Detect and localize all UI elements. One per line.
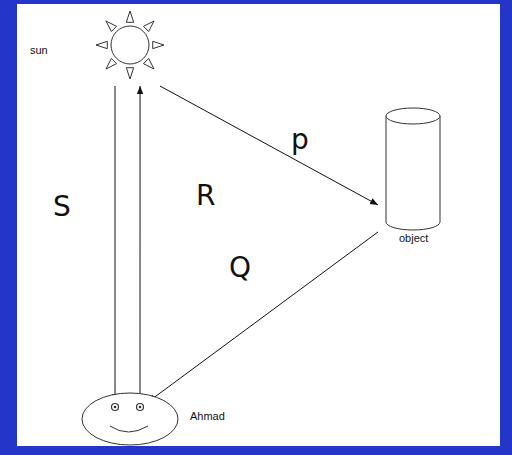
smile	[110, 426, 148, 432]
face-drawing	[80, 390, 180, 450]
ray-label: R	[194, 181, 217, 212]
object-node: object	[378, 104, 450, 254]
sun-ray	[143, 58, 154, 69]
pupil	[114, 406, 117, 409]
shape-label: sun	[30, 44, 48, 57]
person-node: Ahmad	[80, 402, 250, 448]
sun-ray	[153, 41, 164, 48]
sun-ray	[106, 58, 117, 69]
light-ray	[140, 86, 141, 402]
cylinder-top	[386, 108, 440, 124]
sun-disc	[111, 26, 149, 64]
ray-label: p	[289, 125, 311, 156]
ray-label: S	[51, 192, 73, 223]
face-outline	[82, 393, 178, 445]
cylinder-body	[386, 116, 440, 230]
sun-ray	[96, 41, 107, 48]
light-ray	[115, 86, 116, 402]
sun-ray	[126, 68, 133, 79]
cylinder-drawing	[378, 104, 450, 234]
sun-node: sun	[22, 8, 172, 86]
sun-ray	[106, 21, 117, 32]
shape-label: object	[399, 232, 428, 245]
shape-label: Ahmad	[190, 410, 225, 423]
pupil	[139, 406, 142, 409]
ray-label: Q	[227, 253, 253, 284]
eye	[112, 404, 119, 411]
eye	[137, 404, 144, 411]
sun-ray	[143, 21, 154, 32]
light-ray	[160, 86, 378, 205]
light-ray	[148, 232, 378, 402]
sun-ray	[126, 11, 133, 22]
